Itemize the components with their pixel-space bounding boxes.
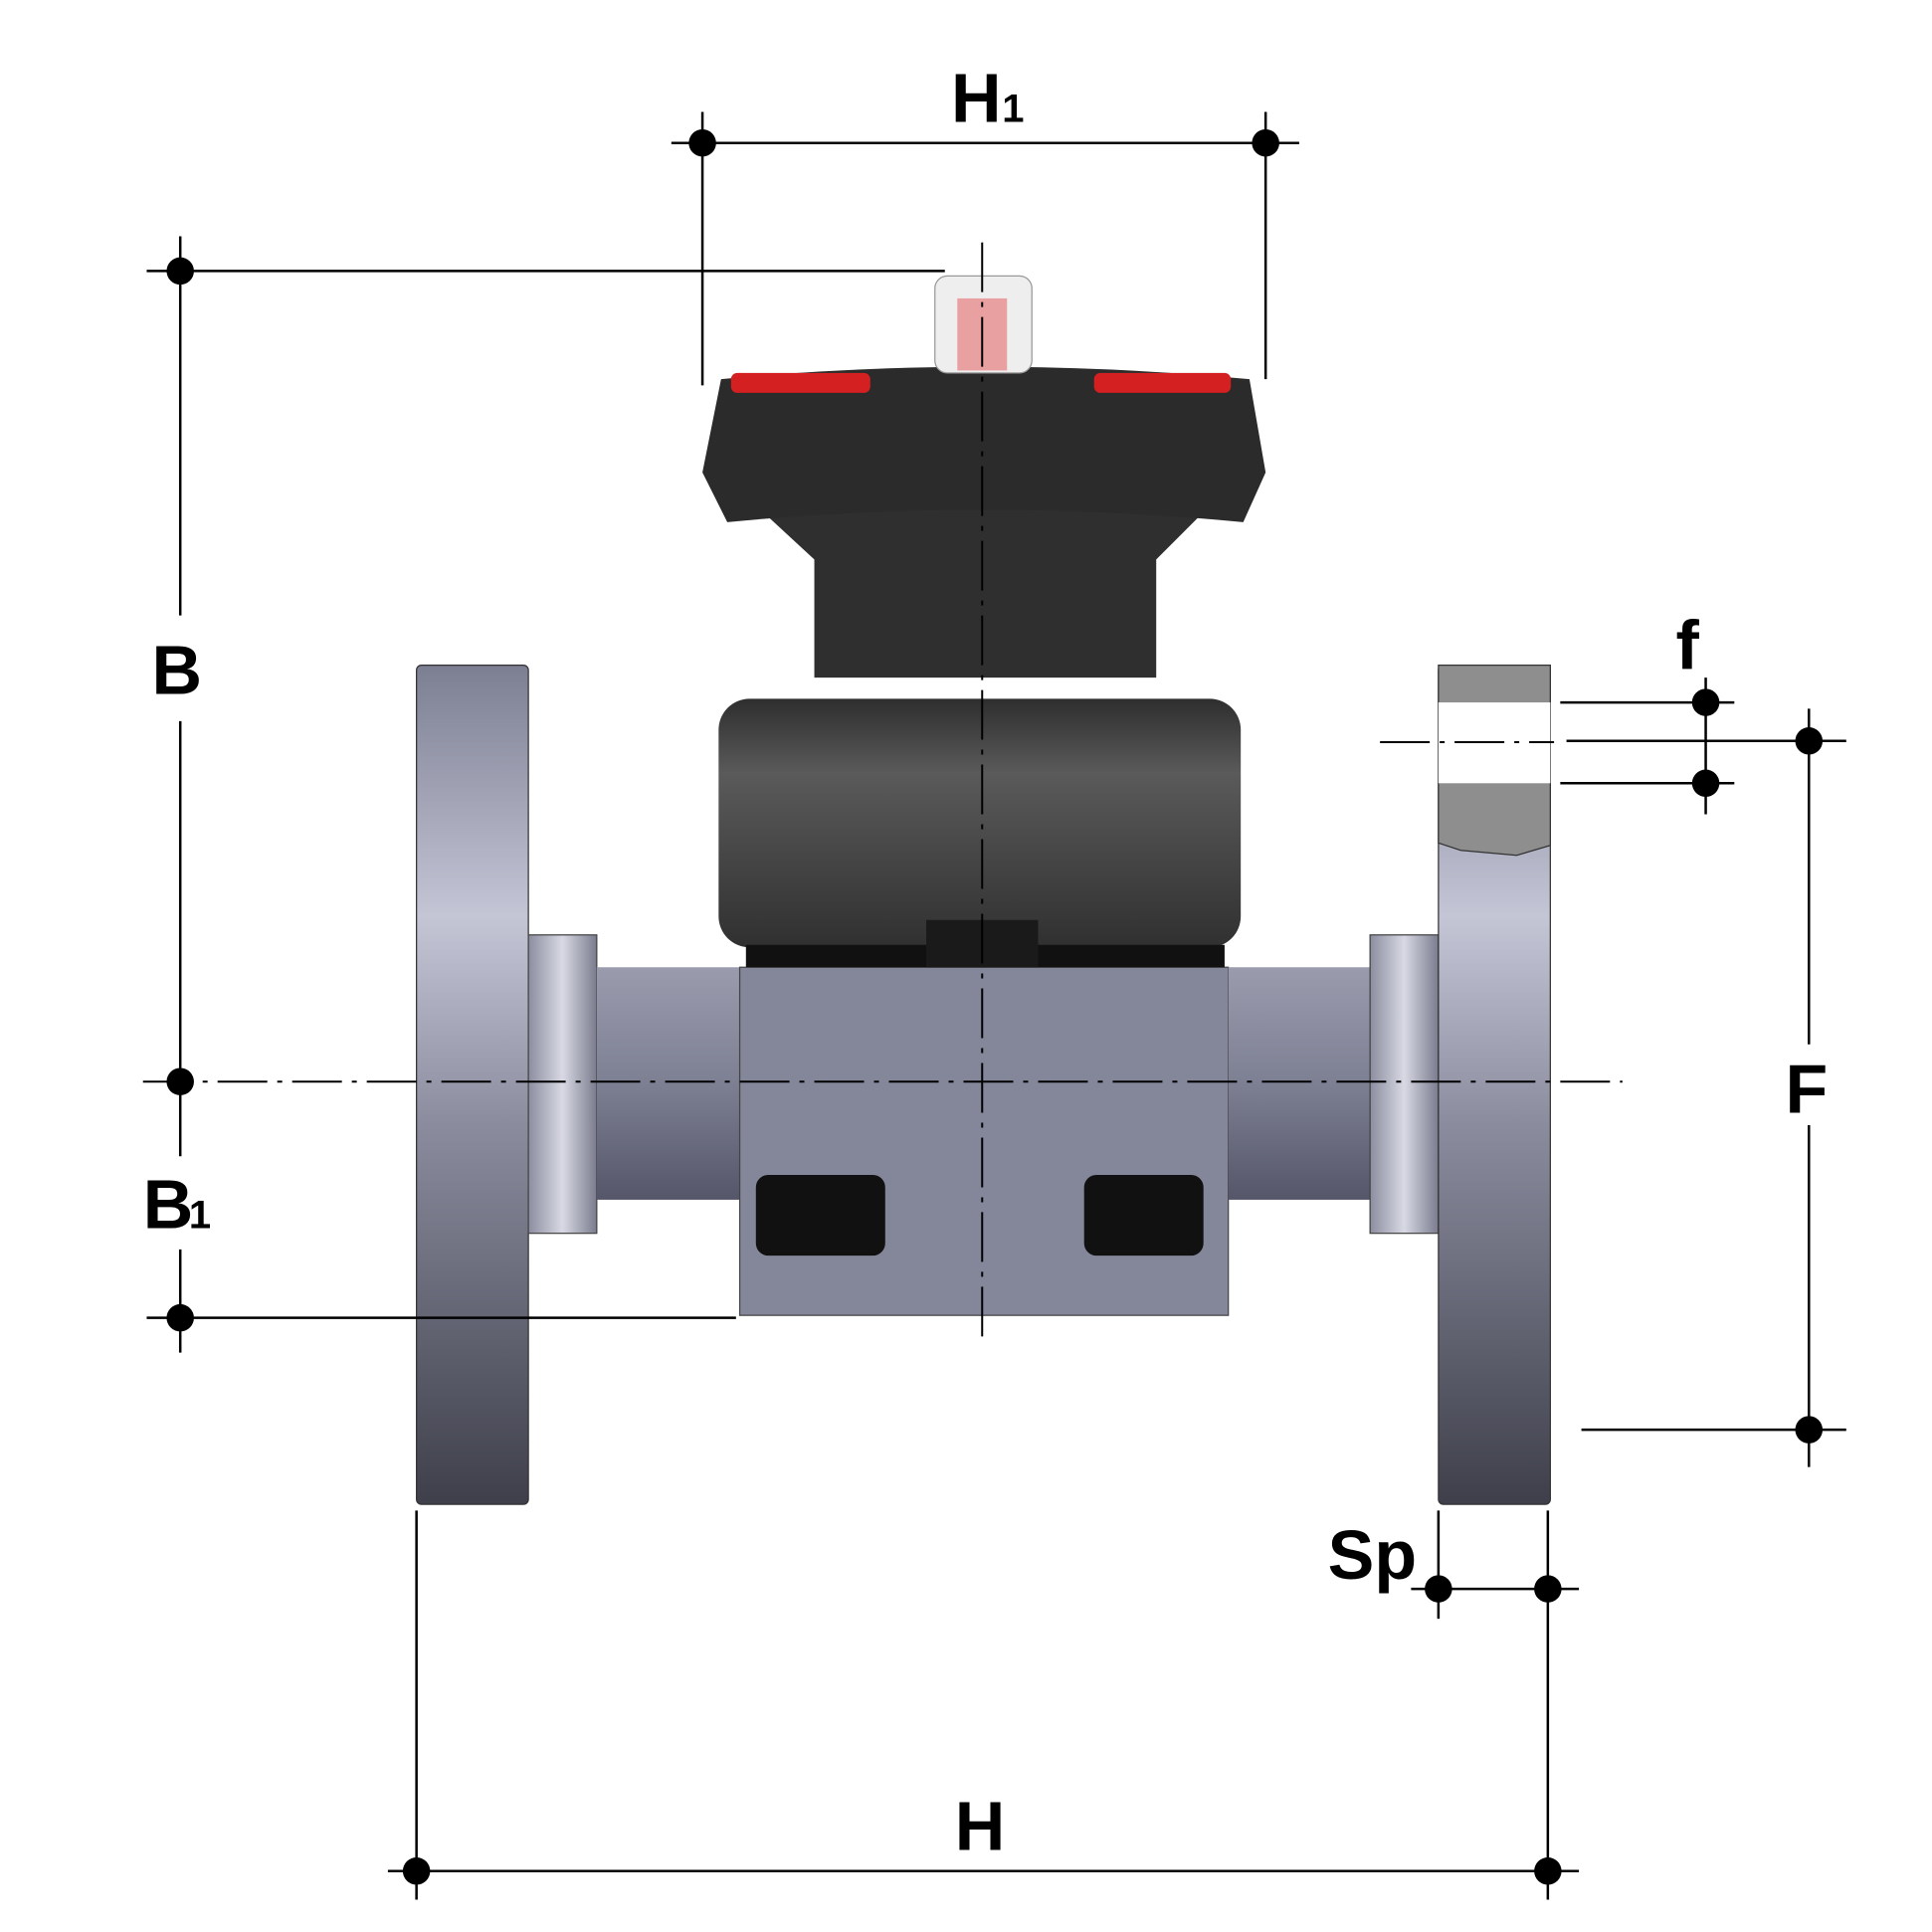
dimension-B: B B 1	[143, 236, 945, 1353]
handwheel-red-left	[730, 372, 870, 393]
left-flange	[416, 664, 529, 1505]
left-pipe	[596, 967, 740, 1200]
label-B1: B	[143, 1166, 194, 1244]
valve-body	[738, 966, 1230, 1316]
svg-text:1: 1	[1002, 87, 1024, 130]
right-pipe	[1228, 967, 1371, 1200]
label-H1: H	[951, 59, 1002, 136]
dimension-Sp: Sp	[1328, 1510, 1580, 1620]
dimension-H1: H 1	[671, 59, 1299, 386]
right-hub	[1369, 934, 1440, 1235]
left-hub	[527, 934, 598, 1235]
valve	[416, 275, 1551, 1505]
label-B: B	[151, 631, 202, 708]
bonnet	[718, 698, 1242, 948]
dimension-H: H	[387, 1510, 1580, 1900]
handwheel	[702, 366, 1266, 522]
handwheel-red-right	[1093, 372, 1232, 393]
label-Sp: Sp	[1328, 1516, 1417, 1594]
label-F: F	[1786, 1050, 1829, 1127]
body-foot-right	[1083, 1174, 1204, 1256]
body-foot-left	[755, 1174, 885, 1256]
svg-text:1: 1	[189, 1194, 211, 1238]
dimension-F: F	[1566, 708, 1846, 1467]
dimension-f: f	[1560, 606, 1735, 815]
label-f: f	[1676, 606, 1700, 683]
label-H: H	[955, 1788, 1006, 1865]
